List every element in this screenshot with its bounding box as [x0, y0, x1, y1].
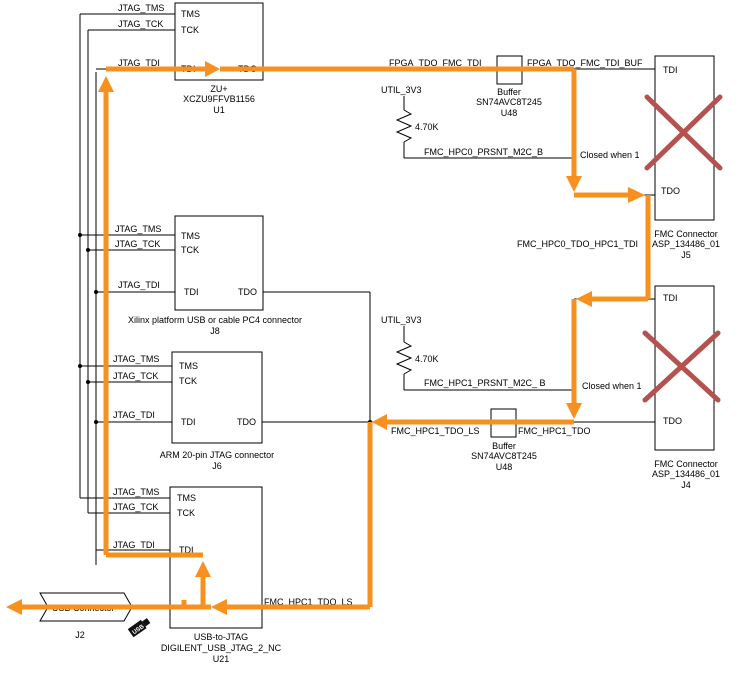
u21-pin-tdi: TDI — [179, 545, 194, 555]
j6-pin-tck: TCK — [179, 376, 197, 386]
j4-pin-tdo: TDO — [663, 416, 682, 426]
j8-pin-tck: TCK — [181, 245, 199, 255]
j6-ref: J6 — [212, 461, 222, 471]
u48b-name: Buffer — [492, 441, 516, 451]
u1-fpga: TMS TCK TDI TDO ZU+ XCZU9FFVB1156 U1 — [174, 2, 264, 115]
net-util-3v3-top: UTIL_3V3 — [381, 85, 422, 95]
j4-name: FMC Connector — [654, 459, 718, 469]
j4-part: ASP_134486_01 — [652, 469, 720, 479]
j6-arm-jtag-connector: TMS TCK TDI TDO ARM 20-pin JTAG connecto… — [160, 351, 274, 471]
net-jtag-tck-j6: JTAG_TCK — [113, 371, 158, 381]
u1-pin-tms: TMS — [181, 9, 200, 19]
u48a-part: SN74AVC8T245 — [476, 97, 542, 107]
j5-pin-tdo: TDO — [661, 186, 680, 196]
u1-ref: U1 — [213, 105, 225, 115]
j5-part: ASP_134486_01 — [652, 239, 720, 249]
j8-ref: J8 — [210, 326, 220, 336]
net-fmc-hpc0-prsnt: FMC_HPC0_PRSNT_M2C_B — [424, 147, 543, 157]
net-jtag-tck-j8: JTAG_TCK — [115, 239, 160, 249]
j4-ref: J4 — [681, 480, 691, 490]
u21-ref: U21 — [213, 654, 230, 664]
u48b-part: SN74AVC8T245 — [471, 451, 537, 461]
net-fmc-hpc1-tdo-ls-u21: FMC_HPC1_TDO_LS — [264, 597, 353, 607]
closed-when-1-bottom: Closed when 1 — [582, 381, 642, 391]
u1-part: XCZU9FFVB1156 — [183, 94, 255, 104]
j8-pin-tdi: TDI — [184, 287, 199, 297]
net-fmc-hpc1-tdo-ls: FMC_HPC1_TDO_LS — [391, 426, 480, 436]
j8-pin-tdo: TDO — [238, 287, 257, 297]
j5-fmc-connector: TDI TDO FMC Connector ASP_134486_01 J5 — [644, 55, 723, 260]
j8-platform-cable-connector: TMS TCK TDI TDO Xilinx platform USB or c… — [128, 215, 302, 336]
net-util-3v3-bottom: UTIL_3V3 — [381, 315, 422, 325]
net-jtag-tms-u21: JTAG_TMS — [113, 487, 159, 497]
u21-pin-tms: TMS — [177, 493, 196, 503]
net-fpga-tdo-fmc-tdi-buf: FPGA_TDO_FMC_TDI_BUF — [527, 58, 643, 68]
net-fmc-hpc0-tdo-hpc1-tdi: FMC_HPC0_TDO_HPC1_TDI — [517, 239, 638, 249]
u48a-name: Buffer — [497, 87, 521, 97]
u21-name: USB-to-JTAG — [194, 632, 248, 642]
u48-buffer-bottom: Buffer SN74AVC8T245 U48 — [471, 408, 537, 472]
closed-when-1-top: Closed when 1 — [580, 150, 640, 160]
j5-ref: J5 — [681, 250, 691, 260]
j5-name: FMC Connector — [654, 229, 718, 239]
j6-pin-tms: TMS — [179, 361, 198, 371]
j5-pin-tdi: TDI — [663, 65, 678, 75]
net-jtag-tck-u21: JTAG_TCK — [113, 502, 158, 512]
u48b-ref: U48 — [496, 462, 513, 472]
resistor-value-bottom: 4.70K — [415, 354, 439, 364]
j6-name: ARM 20-pin JTAG connector — [160, 450, 274, 460]
j8-pin-tms: TMS — [181, 231, 200, 241]
net-jtag-tck-u1: JTAG_TCK — [118, 19, 163, 29]
net-labels: JTAG_TMS JTAG_TCK JTAG_TDI JTAG_TMS JTAG… — [113, 3, 643, 607]
net-fmc-hpc1-prsnt: FMC_HPC1_PRSNT_M2C_ B — [424, 378, 546, 388]
net-jtag-tms-j6: JTAG_TMS — [113, 354, 159, 364]
u1-name: ZU+ — [210, 84, 227, 94]
j2-usb-connector: USB Connector J2 USB — [39, 592, 151, 640]
usb-drive-icon: USB — [127, 618, 151, 638]
j6-pin-tdi: TDI — [181, 417, 196, 427]
net-jtag-tdi-j6: JTAG_TDI — [113, 410, 155, 420]
j4-pin-tdi: TDI — [663, 293, 678, 303]
j8-name: Xilinx platform USB or cable PC4 connect… — [128, 315, 302, 325]
u21-part: DIGILENT_USB_JTAG_2_NC — [161, 643, 282, 653]
u1-pin-tck: TCK — [181, 25, 199, 35]
net-jtag-tdi-u21: JTAG_TDI — [113, 540, 155, 550]
net-fpga-tdo-fmc-tdi: FPGA_TDO_FMC_TDI — [389, 58, 482, 68]
net-fmc-hpc1-tdo: FMC_HPC1_TDO — [518, 426, 591, 436]
net-jtag-tdi-u1: JTAG_TDI — [118, 58, 160, 68]
j6-pin-tdo: TDO — [237, 417, 256, 427]
resistor-value-top: 4.70K — [415, 122, 439, 132]
net-jtag-tms-u1: JTAG_TMS — [118, 3, 164, 13]
u21-usb-to-jtag: TMS TCK TDI USB-to-JTAG DIGILENT_USB_JTA… — [161, 486, 282, 664]
j2-ref: J2 — [75, 630, 85, 640]
u48a-ref: U48 — [501, 108, 518, 118]
jtag-signal-path — [6, 61, 651, 615]
net-jtag-tdi-j8: JTAG_TDI — [118, 280, 160, 290]
net-jtag-tms-j8: JTAG_TMS — [115, 224, 161, 234]
j4-fmc-connector: TDI TDO FMC Connector ASP_134486_01 J4 — [642, 285, 721, 490]
u21-pin-tck: TCK — [177, 508, 195, 518]
